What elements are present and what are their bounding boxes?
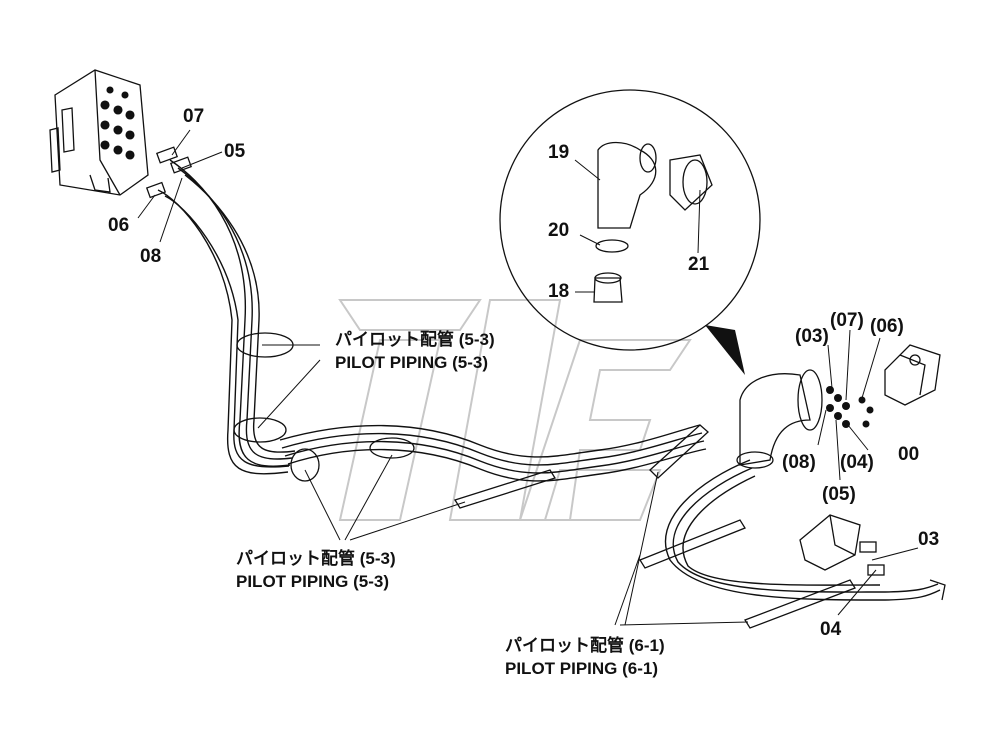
label-05: 05 — [224, 141, 246, 162]
label-21: 21 — [688, 254, 710, 275]
label-00: 00 — [898, 444, 919, 465]
label-08: 08 — [140, 246, 161, 267]
label-07-paren: (07) — [830, 310, 864, 331]
detail-callout — [499, 89, 761, 375]
pilot-valve-body — [884, 344, 941, 406]
label-07: 07 — [183, 106, 204, 127]
hose-run-center — [279, 424, 707, 482]
label-06: 06 — [108, 215, 129, 236]
caption-lower-right-jp: パイロット配管 (6-1) — [505, 635, 665, 655]
label-20: 20 — [548, 220, 569, 241]
watermark-logo — [338, 299, 692, 521]
hose-bundle-right — [664, 459, 941, 601]
hose-clamps — [233, 332, 415, 482]
label-03-paren: (03) — [795, 326, 829, 347]
valve-fittings — [145, 146, 193, 199]
caption-lower-right-en: PILOT PIPING (6-1) — [505, 659, 658, 678]
caption-upper-en: PILOT PIPING (5-3) — [335, 353, 488, 372]
caption-lower-left-jp: パイロット配管 (5-3) — [236, 548, 396, 568]
caption-lower-left-en: PILOT PIPING (5-3) — [236, 572, 389, 591]
label-04-paren: (04) — [840, 452, 874, 473]
label-03: 03 — [918, 529, 939, 550]
travel-pilot-valve — [799, 514, 946, 601]
label-18: 18 — [548, 281, 569, 302]
label-08-paren: (08) — [782, 452, 816, 473]
label-04: 04 — [820, 619, 842, 640]
hose-bundle-left — [157, 159, 296, 475]
label-06-paren: (06) — [870, 316, 904, 337]
part-number-labels: 07 05 06 08 19 20 18 21 (03) (07) (06) (… — [108, 106, 939, 640]
label-05-paren: (05) — [822, 484, 856, 505]
captions: パイロット配管 (5-3) PILOT PIPING (5-3) パイロット配管… — [236, 329, 665, 678]
mounting-brackets — [454, 424, 856, 629]
control-valve — [49, 69, 149, 196]
caption-upper-jp: パイロット配管 (5-3) — [335, 329, 495, 349]
leader-lines — [137, 129, 919, 626]
label-19: 19 — [548, 142, 569, 163]
